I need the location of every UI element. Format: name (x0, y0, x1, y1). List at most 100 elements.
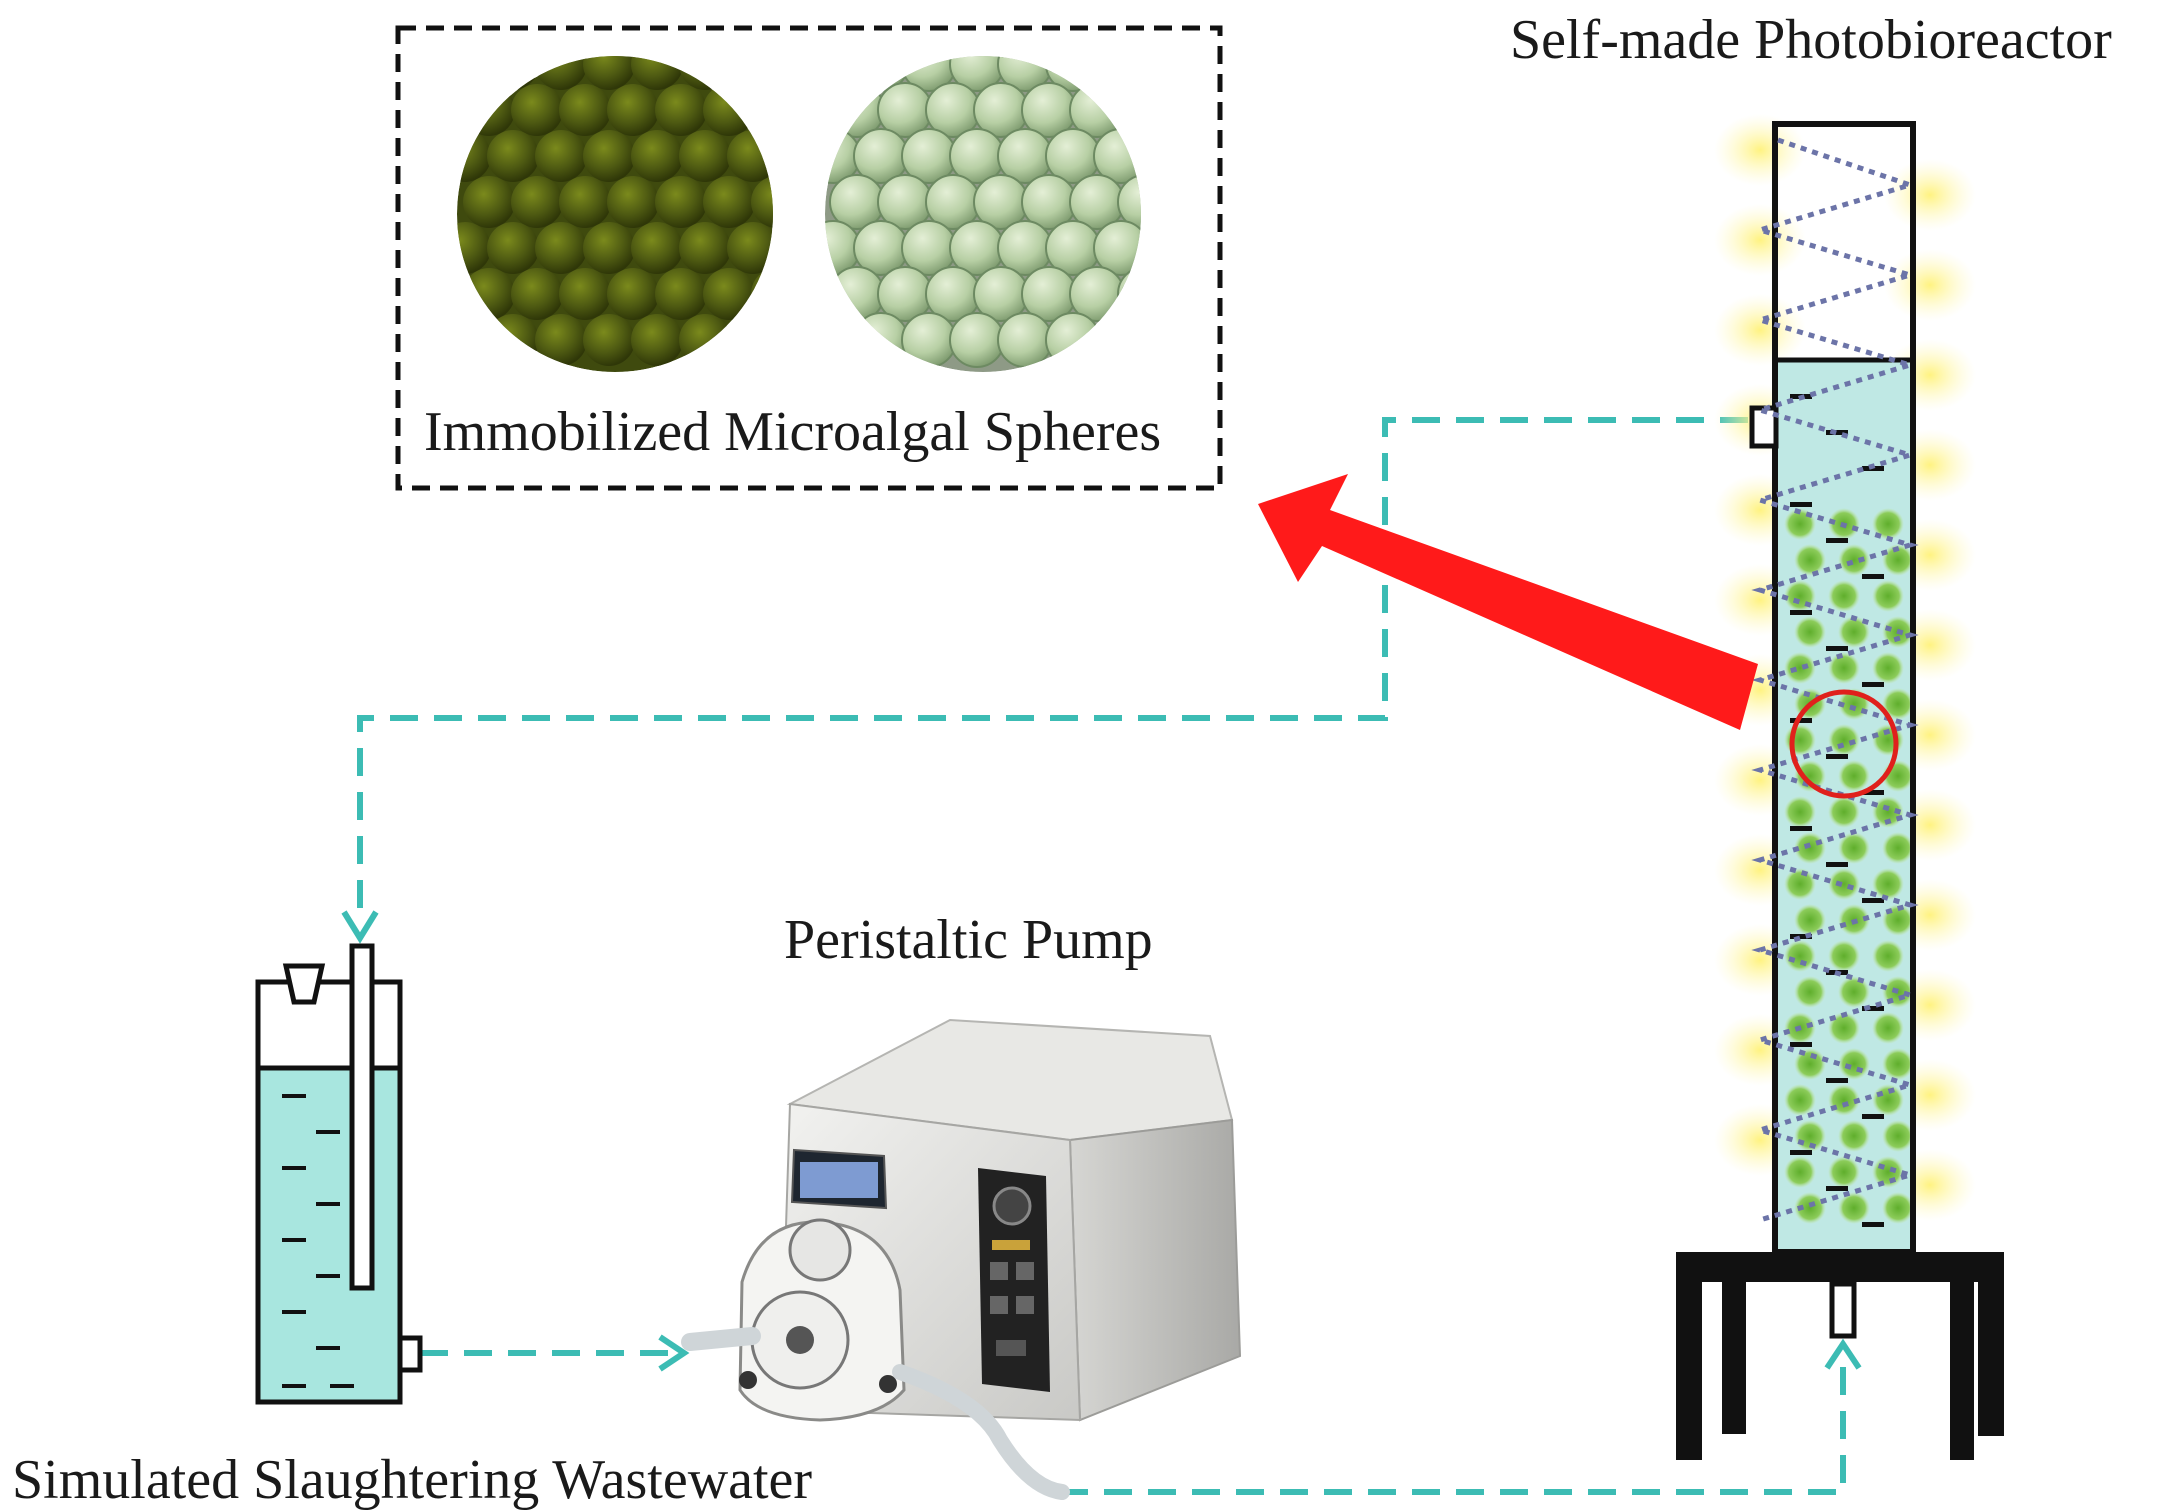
dark-bead (487, 56, 539, 90)
dark-bead (727, 130, 773, 182)
liquid-dash (1826, 862, 1848, 867)
dark-bead-photo (457, 56, 773, 372)
microalgal-sphere (1838, 1120, 1870, 1152)
microalgal-sphere (1838, 976, 1870, 1008)
microalgal-sphere (1784, 1156, 1816, 1188)
reactor-inlet-nozzle (1829, 1281, 1857, 1339)
dark-bead (607, 176, 659, 228)
light-glow (1884, 249, 1976, 321)
microalgal-sphere (1872, 508, 1904, 540)
dark-bead (457, 222, 491, 274)
light-bead (901, 312, 957, 368)
microalgal-sphere (1794, 904, 1826, 936)
dark-bead (487, 314, 539, 366)
liquid-dash (1790, 718, 1812, 723)
dark-bead (655, 84, 707, 136)
microalgal-sphere (1838, 544, 1870, 576)
dark-bead (751, 176, 773, 228)
liquid-dash (1826, 538, 1848, 543)
photobioreactor-label: Self-made Photobioreactor (1510, 9, 2112, 71)
spheres-inset (395, 25, 1223, 491)
dark-bead (727, 314, 773, 366)
microalgal-sphere (1794, 976, 1826, 1008)
light-coil (1751, 137, 1919, 1223)
microalgal-sphere (1828, 724, 1860, 756)
dark-bead (631, 222, 683, 274)
dark-bead (583, 130, 635, 182)
dark-bead (583, 314, 635, 366)
dark-bead (607, 268, 659, 320)
liquid-dash (1862, 1114, 1884, 1119)
light-glow (1884, 159, 1976, 231)
microalgal-sphere (1794, 760, 1826, 792)
liquid-dash (1826, 1186, 1848, 1191)
microalgal-sphere (1828, 796, 1860, 828)
reactor-stand-leg (1978, 1252, 2004, 1436)
microalgal-sphere (1838, 760, 1870, 792)
light-bead (1093, 312, 1141, 368)
microalgal-sphere (1872, 868, 1904, 900)
microalgal-sphere (1872, 1156, 1904, 1188)
reactor-stand-leg (1722, 1282, 1746, 1434)
dark-bead (559, 84, 611, 136)
microalgal-sphere (1828, 1012, 1860, 1044)
microalgal-sphere (1794, 1192, 1826, 1224)
dark-bead (703, 176, 755, 228)
dark-bead (463, 176, 515, 228)
microalgal-sphere (1838, 832, 1870, 864)
highlight-circle (1789, 689, 1899, 799)
microalgal-sphere (1882, 616, 1911, 648)
light-bead (825, 312, 861, 368)
microalgal-sphere (1882, 544, 1911, 576)
highlight-arrow (1258, 474, 1758, 730)
liquid-dash (1862, 1222, 1884, 1227)
dark-bead (703, 84, 755, 136)
dark-bead (703, 268, 755, 320)
dark-bead (535, 314, 587, 366)
microalgal-sphere (1882, 1192, 1911, 1224)
microalgal-sphere (1872, 796, 1904, 828)
microalgal-sphere (1838, 1192, 1870, 1224)
light-bead (1045, 312, 1101, 368)
dark-bead (679, 56, 731, 90)
microalgal-sphere (1882, 1048, 1911, 1080)
arrowhead-into-reactor (1824, 1338, 1862, 1370)
microalgal-sphere (1872, 1084, 1904, 1116)
light-bead-photo (825, 56, 1141, 372)
tank-liquid (258, 1068, 400, 1402)
dark-bead (679, 222, 731, 274)
microalgal-sphere (1828, 652, 1860, 684)
microalgal-sphere (1872, 652, 1904, 684)
light-bead (853, 312, 909, 368)
liquid-dash (1790, 826, 1812, 831)
dark-bead (535, 56, 587, 90)
light-bead (949, 312, 1005, 368)
liquid-dash (1790, 502, 1812, 507)
pump-tubing-out (892, 1364, 1070, 1500)
dark-bead (655, 268, 707, 320)
liquid-dash (1826, 646, 1848, 651)
microalgal-sphere (1828, 1156, 1860, 1188)
light-glow (1714, 204, 1806, 276)
dark-bead (487, 222, 539, 274)
microalgal-sphere (1828, 868, 1860, 900)
microalgal-sphere (1838, 616, 1870, 648)
liquid-dash (1790, 610, 1812, 615)
pump-tubing-in (681, 1327, 761, 1351)
dark-bead (511, 176, 563, 228)
microalgal-sphere (1794, 544, 1826, 576)
dark-bead (487, 130, 539, 182)
reactor-stand-top (1676, 1252, 2004, 1282)
microalgal-sphere (1784, 796, 1816, 828)
reactor-stand-leg (1676, 1252, 1702, 1460)
wastewater-label: Simulated Slaughtering Wastewater (12, 1449, 813, 1511)
microalgal-sphere (1872, 580, 1904, 612)
dark-bead (751, 268, 773, 320)
dark-bead (457, 56, 491, 90)
microalgal-sphere (1794, 832, 1826, 864)
reactor-outlet-port (1749, 405, 1779, 449)
liquid-dash (1862, 898, 1884, 903)
flow-lines (357, 417, 1846, 1495)
inset-dashed-frame (395, 25, 1223, 491)
dark-bead (655, 176, 707, 228)
